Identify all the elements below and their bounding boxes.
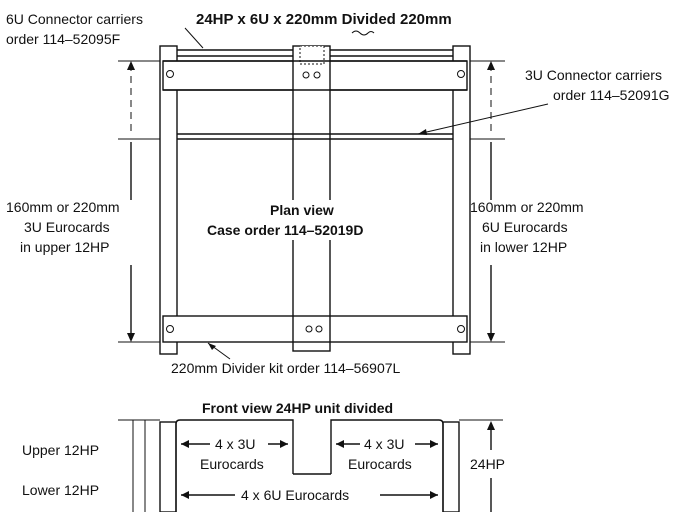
bottom-crossbar-hole-left [166,325,174,333]
upper-left-3u-eurocards: Eurocards [200,456,264,472]
upper-right-3u-count: 4 x 3U [364,436,404,452]
bottom-crossbar-hole-right [457,325,465,333]
right-side-post [452,45,471,355]
front-lower-12hp-label: Lower 12HP [22,482,99,498]
front-view-frame [159,419,460,512]
top-crossbar-hole-centre-a [302,71,310,79]
left-side-post [159,45,178,355]
lower-6u-span [181,491,438,499]
connector-6u-label-line1: 6U Connector carriers [6,11,143,27]
top-crossbar-hole-right [457,70,465,78]
connector-6u-leader [184,27,204,49]
top-crossbar-hole-left [166,70,174,78]
connector-3u-label-line2: order 114–52091G [553,87,670,103]
upper-right-3u-eurocards: Eurocards [348,456,412,472]
plan-view-case-order: Case order 114–52019D [207,222,363,238]
connector-6u-label-line2: order 114–52095F [6,31,120,47]
connector-3u-leader [417,103,549,135]
upper-left-3u-span [181,440,288,448]
front-upper-left-bay [175,419,294,512]
upper-left-3u-count: 4 x 3U [215,436,255,452]
left-note-line3: in upper 12HP [20,239,110,255]
left-note-line1: 160mm or 220mm [6,199,120,215]
front-24hp-marker-arrowhead [487,421,495,430]
plan-view-frame [159,45,471,355]
front-view-title: Front view 24HP unit divided [202,400,393,416]
connector-3u-leader-arrowhead [418,129,427,135]
upper-right-3u-span [336,440,438,448]
divider-kit-leader-arrowhead [208,343,216,350]
plan-view-title: Plan view [270,202,334,218]
plan-view-label-backdrop [205,200,420,240]
right-note-line1: 160mm or 220mm [470,199,584,215]
bottom-crossbar-hole-centre-b [315,325,323,333]
left-dimension-arrow [127,61,135,342]
connector-3u-label-line1: 3U Connector carriers [525,67,662,83]
centre-post-top-tab [299,45,325,65]
right-note-line2: 6U Eurocards [482,219,568,235]
lower-6u-eurocards: 4 x 6U Eurocards [241,487,349,503]
front-upper-right-bay [330,419,444,512]
bottom-crossbar-hole-centre-a [305,325,313,333]
title-scribble-mark [351,30,375,36]
right-dimension-arrow [487,61,495,342]
left-note-line2: 3U Eurocards [24,219,110,235]
front-right-post [442,421,460,512]
divider-kit-label: 220mm Divider kit order 114–56907L [171,360,401,376]
bottom-crossbar [162,315,468,343]
top-crossbar-hole-centre-b [313,71,321,79]
centre-divider-post [292,45,331,352]
diagram-title: 24HP x 6U x 220mm Divided 220mm [196,11,452,28]
right-note-line3: in lower 12HP [480,239,567,255]
front-left-post [159,421,177,512]
front-24hp-label: 24HP [470,456,505,472]
front-upper-12hp-label: Upper 12HP [22,442,99,458]
